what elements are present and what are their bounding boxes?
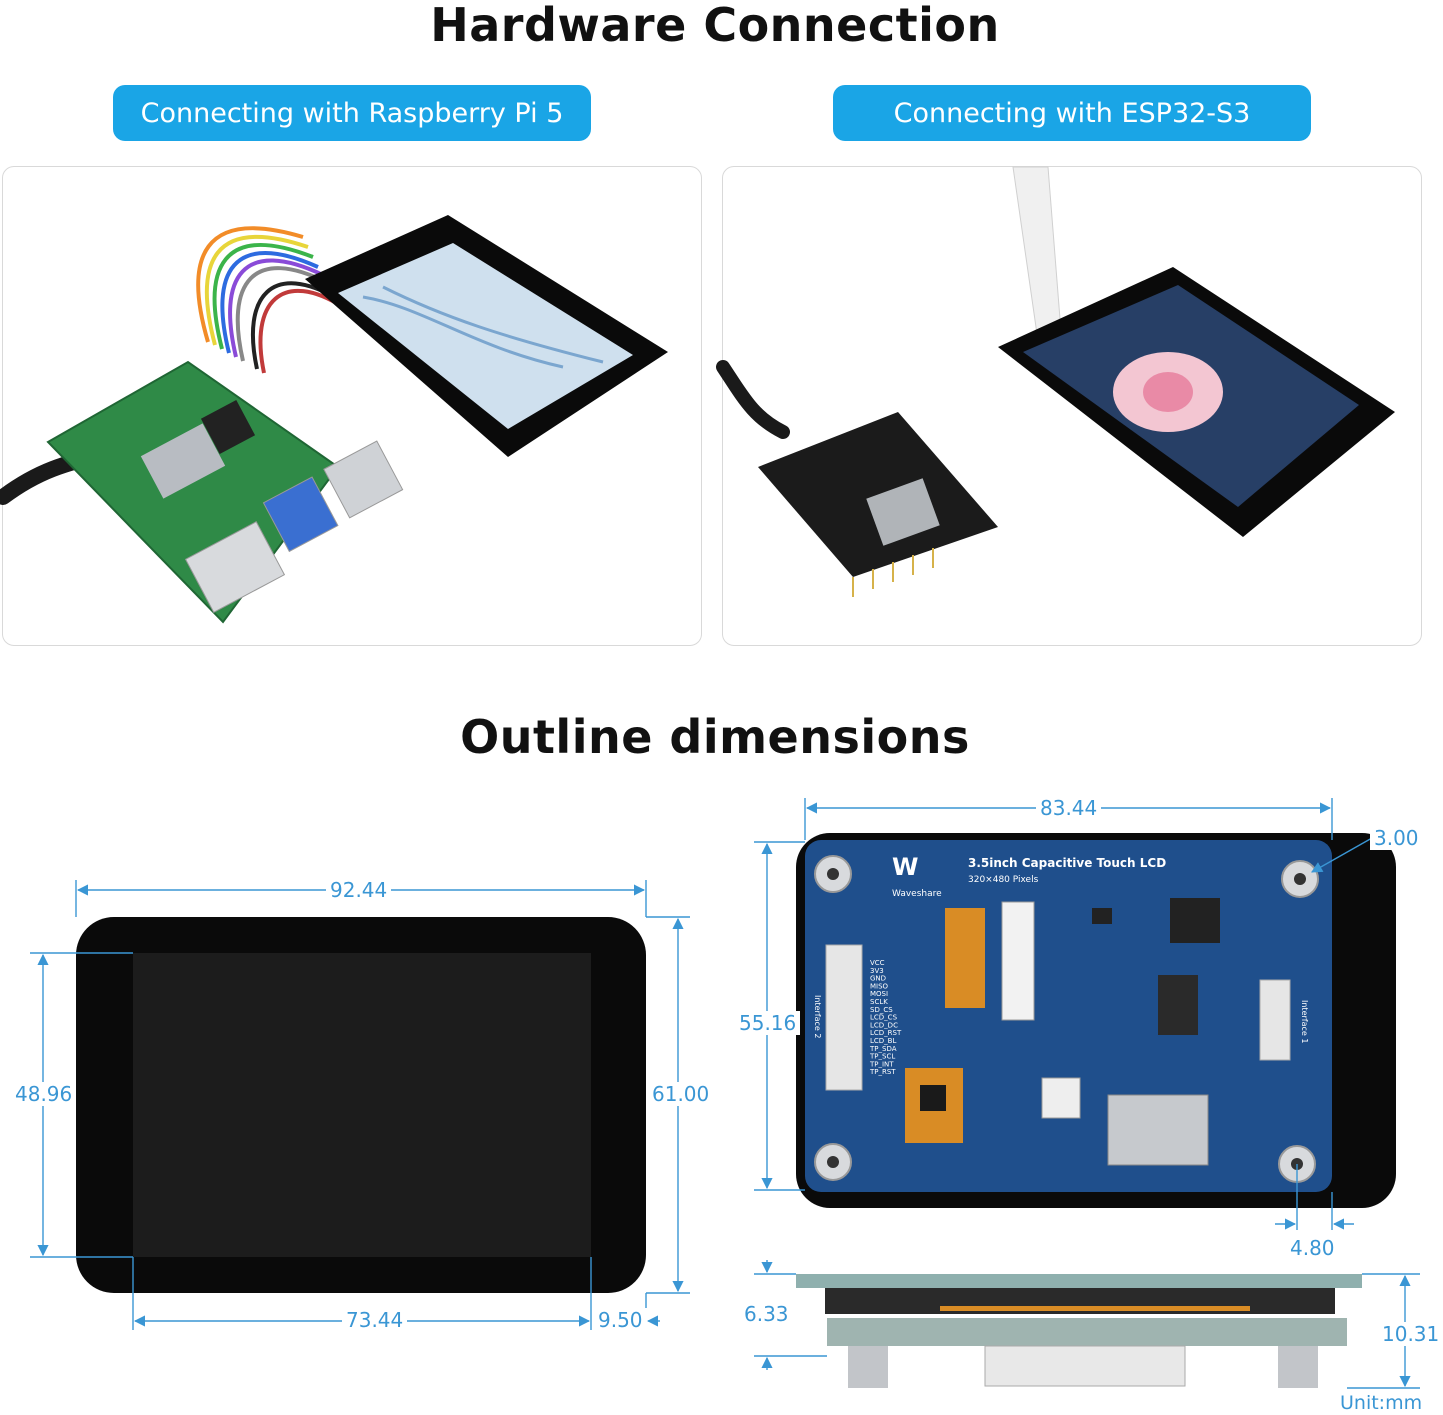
- raspberry-pi-photo: [0, 166, 702, 646]
- esp32-illustration: [716, 166, 1395, 597]
- sd-card-slot: [1107, 1094, 1209, 1166]
- active-width-label: 73.44: [342, 1308, 408, 1332]
- esp32-photo: [716, 166, 1422, 646]
- hole-offset-label: 4.80: [1286, 1236, 1339, 1260]
- pin-label: LCD_DC: [870, 1021, 898, 1029]
- side-standoff: [1278, 1346, 1318, 1388]
- pin-label: LCD_CS: [870, 1014, 898, 1022]
- side-connector: [984, 1345, 1186, 1387]
- raspberry-pi-illustration: [0, 215, 668, 624]
- back-width-label: 83.44: [1036, 796, 1102, 820]
- pcb-resolution-text: 320×480 Pixels: [968, 875, 1039, 885]
- side-pcb-layer: [827, 1318, 1347, 1346]
- front-active-area: [133, 953, 591, 1257]
- pcb-product-text: 3.5inch Capacitive Touch LCD: [968, 856, 1166, 870]
- fpc-connector: [1001, 901, 1035, 1021]
- back-height-label: 55.16: [735, 1011, 801, 1035]
- pin-label: 3V3: [870, 967, 884, 975]
- hole-diameter-label: 3.00: [1370, 826, 1423, 850]
- pcb-brand-text: Waveshare: [892, 889, 942, 899]
- pin-label: SD_CS: [870, 1006, 893, 1014]
- pin-label: TP_INT: [869, 1060, 894, 1068]
- outline-dimensions-title: Outline dimensions: [460, 710, 970, 764]
- unit-label: Unit:mm: [1336, 1392, 1427, 1414]
- bezel-right-label: 9.50: [594, 1308, 647, 1332]
- waveshare-logo: W: [892, 853, 918, 881]
- ic-chip: [1170, 898, 1220, 943]
- active-height-label: 48.96: [11, 1082, 77, 1106]
- hardware-connection-title: Hardware Connection: [430, 0, 1000, 52]
- pin-label: LCD_RST: [870, 1029, 902, 1037]
- side-view-drawing: [754, 1260, 1420, 1389]
- pin-label: TP_SCL: [869, 1053, 895, 1061]
- esp32-connection-label: Connecting with ESP32-S3: [833, 85, 1311, 141]
- interface-2-connector: [825, 944, 863, 1091]
- front-view-drawing: [30, 880, 690, 1330]
- pin-label: TP_SDA: [869, 1045, 897, 1053]
- side-thin-label: 6.33: [740, 1302, 793, 1326]
- pin-labels: VCC3V3GNDMISOMOSISCLKSD_CSLCD_CSLCD_DCLC…: [869, 959, 902, 1076]
- side-glass-layer: [796, 1274, 1362, 1288]
- back-view-drawing: W Waveshare 3.5inch Capacitive Touch LCD…: [754, 798, 1396, 1230]
- front-height-label: 61.00: [648, 1082, 714, 1106]
- pin-label: VCC: [870, 959, 885, 967]
- pin-label: GND: [870, 975, 886, 983]
- interface-1-label: Interface 1: [1300, 1000, 1309, 1043]
- raspberry-pi-connection-label: Connecting with Raspberry Pi 5: [113, 85, 591, 141]
- pin-label: MISO: [870, 982, 889, 990]
- interface-2-label: Interface 2: [813, 995, 822, 1038]
- interface-1-connector: [1259, 979, 1291, 1061]
- side-total-label: 10.31: [1378, 1322, 1443, 1346]
- pin-label: TP_RST: [869, 1068, 896, 1076]
- pin-label: LCD_BL: [870, 1037, 896, 1045]
- fpc-ribbon: [945, 908, 985, 1008]
- front-width-label: 92.44: [326, 878, 392, 902]
- pin-label: SCLK: [870, 998, 888, 1006]
- pin-label: MOSI: [870, 990, 888, 998]
- side-standoff: [848, 1346, 888, 1388]
